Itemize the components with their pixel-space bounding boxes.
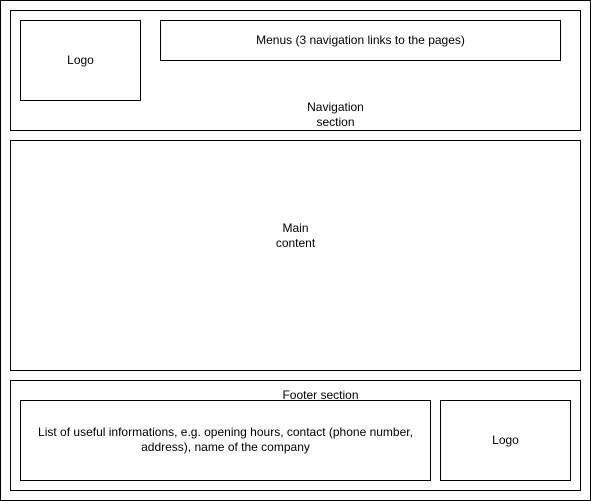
footer-info: List of useful informations, e.g. openin… [20, 400, 431, 481]
footer-logo: Logo [440, 400, 571, 481]
footer-info-label: List of useful informations, e.g. openin… [38, 424, 413, 454]
footer-section-label: Footer section [282, 388, 359, 402]
main-content-label: Main content [275, 221, 316, 250]
navigation-logo: Logo [20, 20, 141, 101]
navigation-section-label: Navigation section [307, 100, 364, 129]
footer-logo-label: Logo [492, 433, 519, 447]
navigation-menus: Menus (3 navigation links to the pages) [160, 20, 561, 61]
navigation-logo-label: Logo [67, 53, 94, 67]
main-content: Main content [10, 140, 581, 371]
navigation-menus-label: Menus (3 navigation links to the pages) [256, 33, 465, 47]
